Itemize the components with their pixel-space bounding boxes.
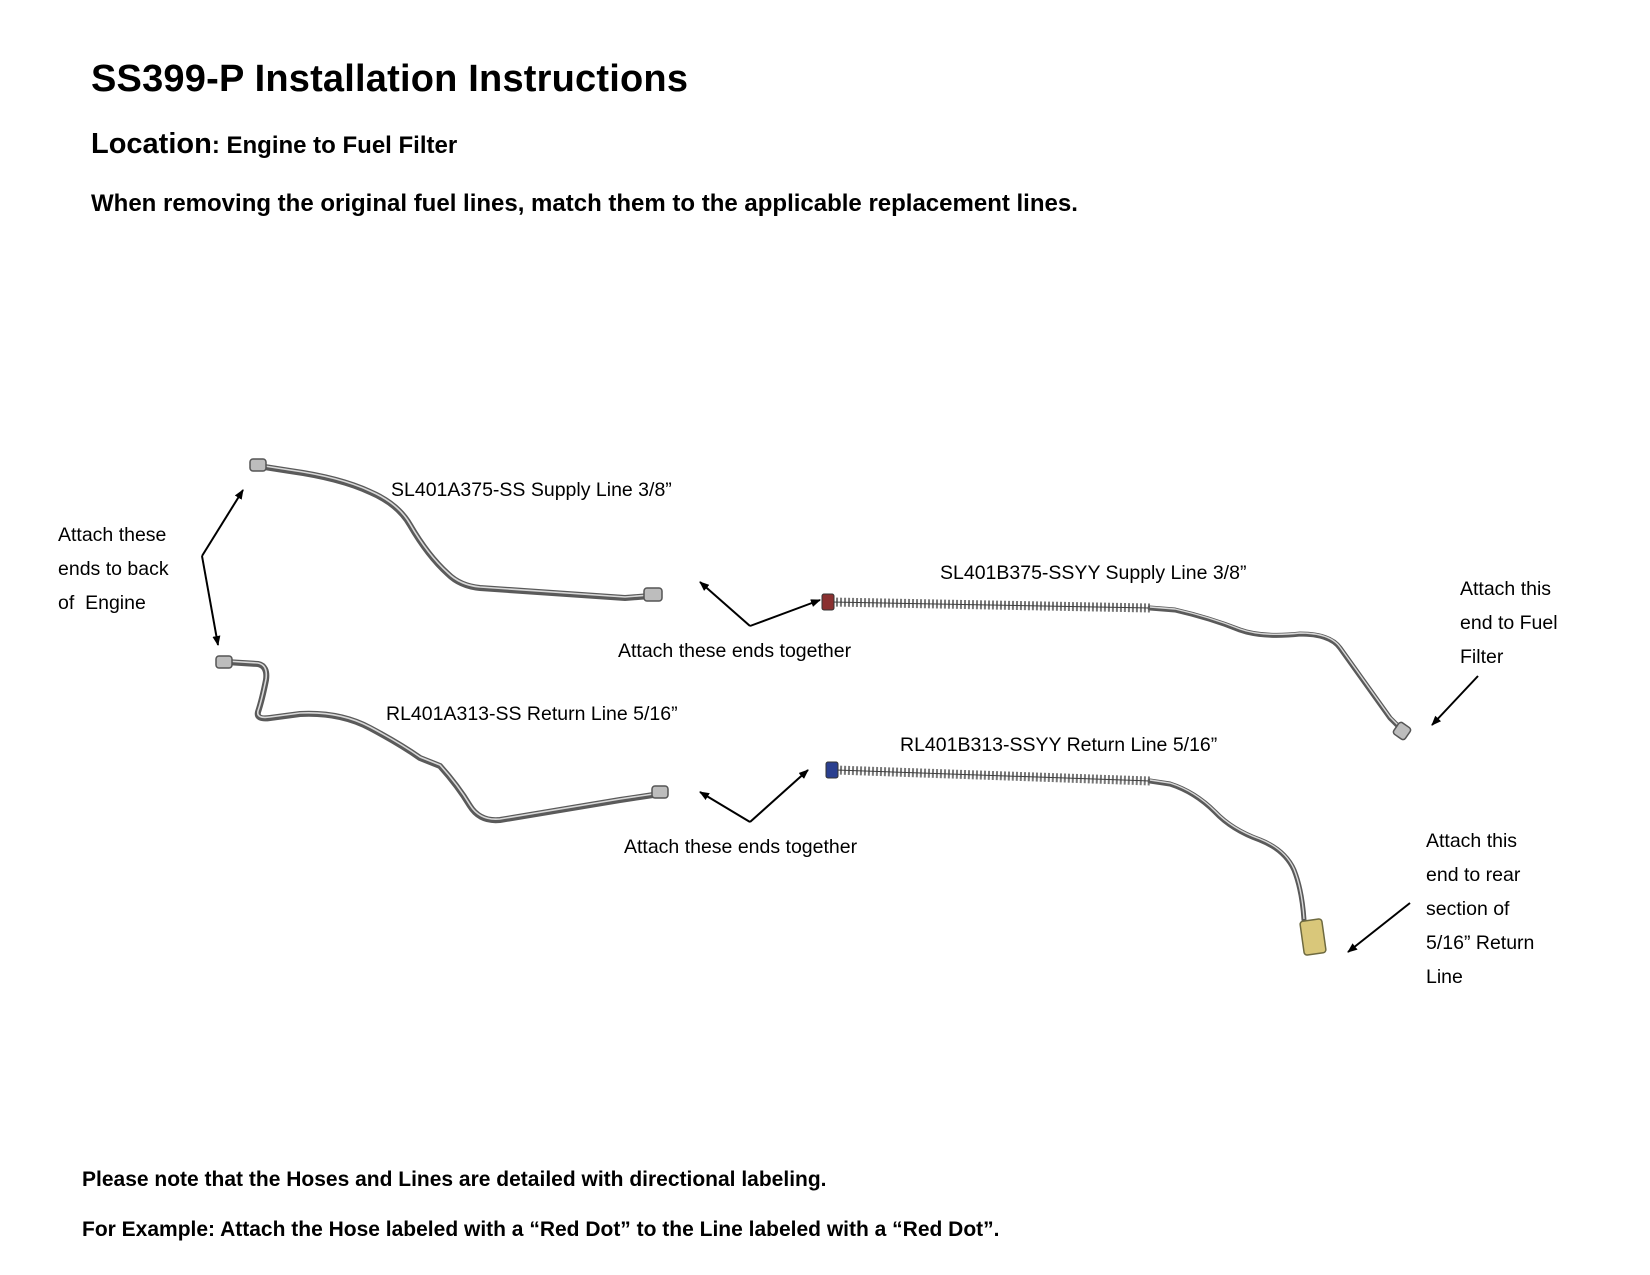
- directional-labeling-note: Please note that the Hoses and Lines are…: [82, 1168, 827, 1191]
- engine-callout-line-1: Attach these: [58, 524, 167, 546]
- return-line-a-highlight: [225, 660, 661, 821]
- engine-callout: Attach these ends to back of Engine: [58, 518, 169, 620]
- engine-callout-line-2: ends to back: [58, 558, 169, 580]
- join-supply-arrow-left: [699, 581, 751, 627]
- rear-return-arrow: [1347, 902, 1411, 953]
- join-supply-arrow-right: [749, 599, 821, 627]
- page-title: SS399-P Installation Instructions: [91, 58, 689, 100]
- join-supply-callout: Attach these ends together: [618, 640, 852, 662]
- rear-return-callout-line-5: Line: [1426, 966, 1463, 988]
- location-label: Location: [91, 128, 212, 160]
- supply-line-a-engine-fitting: [249, 458, 267, 472]
- rear-return-callout-line-3: section of: [1426, 898, 1510, 920]
- location-line: Location: Engine to Fuel Filter: [91, 128, 457, 161]
- fuel-filter-callout: Attach this end to Fuel Filter: [1460, 572, 1558, 674]
- return-line-b-label: RL401B313-SSYY Return Line 5/16”: [900, 734, 1218, 756]
- supply-line-a: [249, 458, 663, 602]
- join-return-arrow-right: [749, 769, 809, 823]
- return-line-b: [825, 761, 1327, 956]
- fuel-filter-arrow: [1431, 675, 1479, 726]
- return-line-a-join-fitting: [651, 785, 669, 799]
- return-line-a-engine-fitting: [215, 655, 233, 669]
- supply-line-b-filter-fitting: [1392, 721, 1412, 741]
- instruction-text: When removing the original fuel lines, m…: [91, 190, 1078, 217]
- rear-return-callout-line-2: end to rear: [1426, 864, 1521, 886]
- engine-arrow-up: [201, 489, 244, 557]
- supply-line-b-label: SL401B375-SSYY Supply Line 3/8”: [940, 562, 1247, 584]
- supply-line-b-hose-end: [821, 593, 835, 611]
- red-dot-example-note: For Example: Attach the Hose labeled wit…: [82, 1218, 1000, 1241]
- supply-line-a-join-fitting: [643, 587, 663, 602]
- location-value: : Engine to Fuel Filter: [211, 132, 458, 159]
- return-line-a-label: RL401A313-SS Return Line 5/16”: [386, 703, 678, 725]
- return-line-b-hose-end: [825, 761, 839, 779]
- fuel-filter-callout-line-3: Filter: [1460, 646, 1504, 668]
- supply-line-b: [821, 593, 1412, 741]
- rear-return-callout-line-1: Attach this: [1426, 830, 1518, 852]
- rear-return-callout: Attach this end to rear section of 5/16”…: [1426, 824, 1534, 994]
- supply-line-a-highlight: [257, 464, 651, 598]
- return-line-a-tube: [223, 659, 663, 824]
- supply-line-b-tube: [1147, 605, 1405, 733]
- join-return-arrow-left: [699, 791, 751, 823]
- supply-line-b-hose-edge: [831, 601, 1151, 609]
- fuel-filter-callout-line-1: Attach this: [1460, 578, 1552, 600]
- rear-return-callout-line-4: 5/16” Return: [1426, 932, 1535, 954]
- return-line-b-brass-fitting: [1299, 918, 1327, 956]
- join-return-callout: Attach these ends together: [624, 836, 858, 858]
- engine-callout-line-3: of Engine: [58, 592, 146, 614]
- return-line-b-hose-edge: [835, 769, 1151, 782]
- return-line-a: [215, 655, 669, 824]
- return-line-b-highlight: [1149, 779, 1305, 920]
- supply-line-b-highlight: [1149, 606, 1403, 730]
- engine-arrow-down: [201, 555, 221, 646]
- supply-line-a-label: SL401A375-SS Supply Line 3/8”: [391, 479, 672, 501]
- callout-arrows: [201, 489, 1479, 953]
- fuel-filter-callout-line-2: end to Fuel: [1460, 612, 1558, 634]
